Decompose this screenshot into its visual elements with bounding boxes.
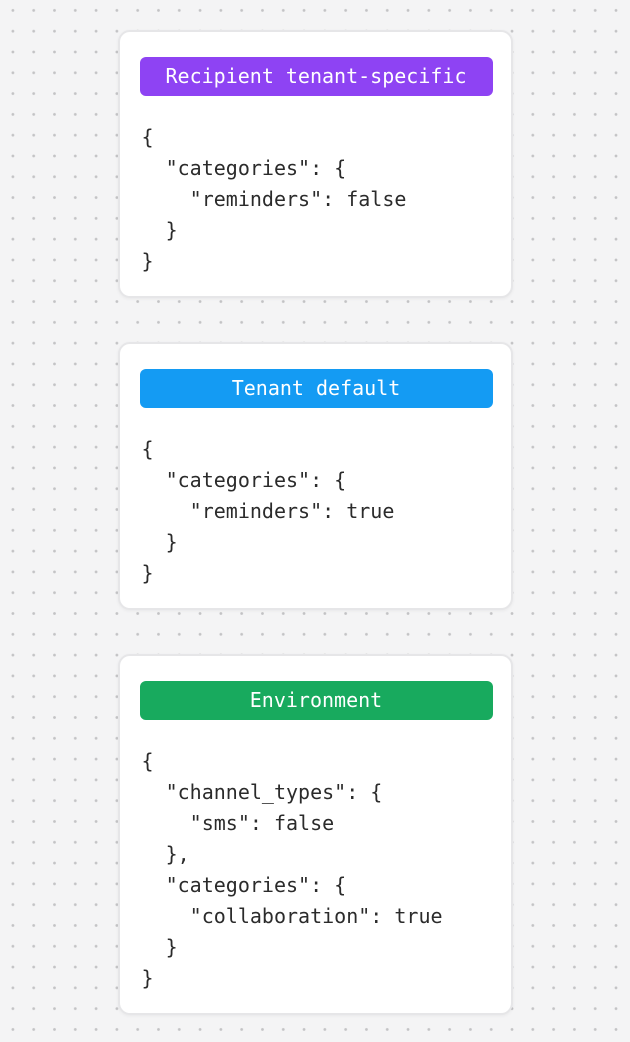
badge-environment: Environment	[139, 681, 493, 720]
json-code-environment: { "channel_types": { "sms": false }, "ca…	[141, 749, 443, 990]
card-tenant-default: Tenant default { "categories": { "remind…	[117, 342, 513, 610]
card-environment: Environment { "channel_types": { "sms": …	[117, 654, 513, 1015]
card-recipient-tenant-specific: Recipient tenant-specific { "categories"…	[117, 30, 513, 298]
badge-recipient-tenant-specific: Recipient tenant-specific	[139, 57, 493, 96]
badge-tenant-default: Tenant default	[139, 369, 493, 408]
json-code-tenant-default: { "categories": { "reminders": true } }	[141, 437, 395, 585]
json-code-recipient-tenant-specific: { "categories": { "reminders": false } }	[141, 125, 407, 273]
